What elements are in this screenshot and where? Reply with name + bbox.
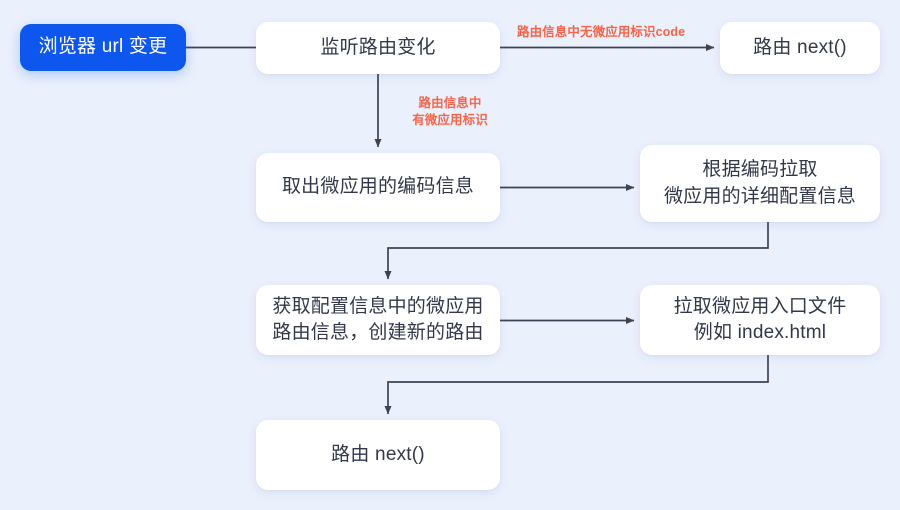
node-fetch-detail-config-label: 根据编码拉取 微应用的详细配置信息 bbox=[663, 159, 856, 207]
node-listen-route-change[interactable]: 监听路由变化 bbox=[256, 22, 500, 74]
node-create-new-route[interactable]: 获取配置信息中的微应用 路由信息，创建新的路由 bbox=[256, 285, 500, 355]
edge-label-has-micro-app-flag: 路由信息中 有微应用标识 bbox=[412, 96, 488, 127]
node-browser-url-change[interactable]: 浏览器 url 变更 bbox=[20, 24, 186, 71]
edge-label-no-micro-app-code: 路由信息中无微应用标识code bbox=[517, 25, 686, 39]
node-listen-route-change-label: 监听路由变化 bbox=[320, 36, 436, 58]
node-create-new-route-label: 获取配置信息中的微应用 路由信息，创建新的路由 bbox=[272, 295, 484, 343]
edge-fetch-config-to-create-route bbox=[384, 222, 769, 280]
node-route-next-bottom-label: 路由 next() bbox=[331, 443, 425, 465]
node-route-next-top[interactable]: 路由 next() bbox=[720, 22, 880, 74]
edge-entry-file-to-next-bottom bbox=[384, 355, 769, 415]
node-fetch-entry-file-label: 拉取微应用入口文件 例如 index.html bbox=[673, 295, 847, 343]
node-route-next-bottom[interactable]: 路由 next() bbox=[256, 420, 500, 490]
node-extract-code-info-label: 取出微应用的编码信息 bbox=[281, 176, 474, 198]
node-fetch-detail-config[interactable]: 根据编码拉取 微应用的详细配置信息 bbox=[640, 145, 880, 222]
node-browser-url-change-label: 浏览器 url 变更 bbox=[38, 36, 168, 58]
node-route-next-top-label: 路由 next() bbox=[753, 36, 847, 58]
node-extract-code-info[interactable]: 取出微应用的编码信息 bbox=[256, 153, 500, 222]
node-fetch-entry-file[interactable]: 拉取微应用入口文件 例如 index.html bbox=[640, 285, 880, 355]
